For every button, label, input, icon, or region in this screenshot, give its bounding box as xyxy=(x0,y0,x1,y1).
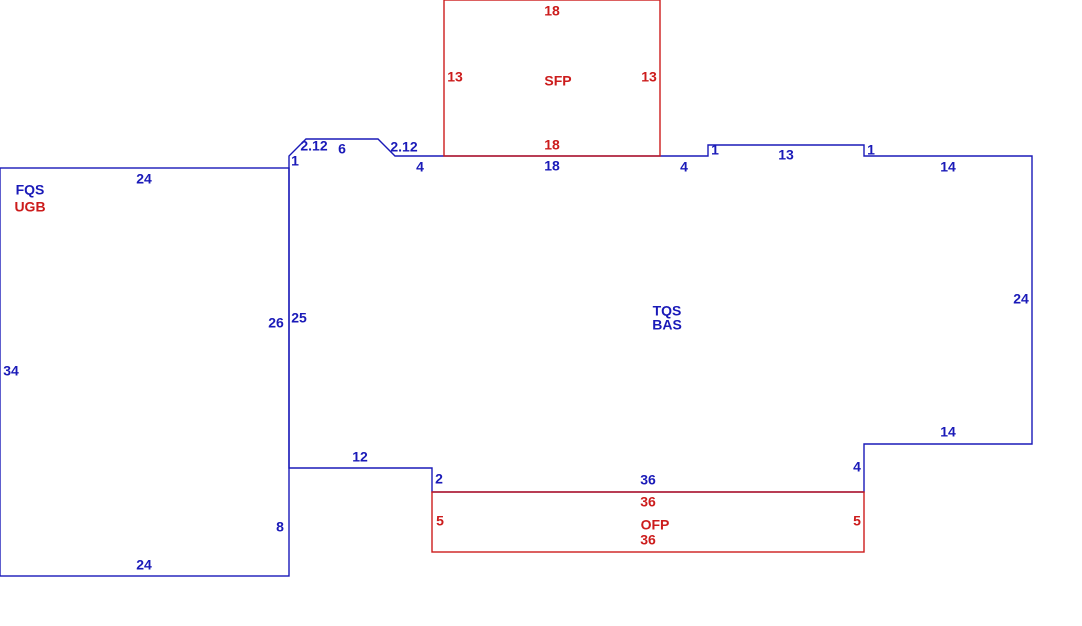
dim-seg-14-top: 14 xyxy=(940,159,956,175)
dim-ofp-left: 5 xyxy=(436,513,444,529)
dim-seg-12: 12 xyxy=(352,449,368,465)
bas-label: BAS xyxy=(652,317,682,333)
dim-ofp-bottom: 36 xyxy=(640,532,656,548)
dim-fqs-top: 24 xyxy=(136,171,152,187)
dim-fqs-right-lower: 8 xyxy=(276,519,284,535)
dim-step-1-left: 1 xyxy=(711,142,719,158)
sfp-outline xyxy=(443,0,661,157)
dim-ofp-right: 5 xyxy=(853,513,861,529)
fqs-label: FQS xyxy=(16,182,45,198)
dim-bottom-36: 36 xyxy=(640,472,656,488)
dim-seg-18: 18 xyxy=(544,158,560,174)
dim-notch-top: 6 xyxy=(338,141,346,157)
dim-tqs-left: 25 xyxy=(291,310,307,326)
fqs-outline xyxy=(0,167,290,577)
dim-fqs-left: 34 xyxy=(3,363,19,379)
dim-seg-13: 13 xyxy=(778,147,794,163)
dim-sfp-right: 13 xyxy=(641,69,657,85)
dim-sfp-top: 18 xyxy=(544,3,560,19)
dim-fqs-right-upper: 26 xyxy=(268,315,284,331)
dim-sfp-left: 13 xyxy=(447,69,463,85)
sfp-label: SFP xyxy=(544,73,571,89)
ofp-outline xyxy=(431,491,865,553)
dim-fqs-bottom: 24 xyxy=(136,557,152,573)
dim-step-1-right: 1 xyxy=(867,142,875,158)
dim-ofp-top: 36 xyxy=(640,494,656,510)
ofp-label: OFP xyxy=(641,517,670,533)
tqs-label: TQS xyxy=(653,303,682,319)
dim-right-24: 24 xyxy=(1013,291,1029,307)
dim-seg-4-right: 4 xyxy=(680,159,688,175)
dim-chamfer-left: 2.12 xyxy=(300,138,327,154)
dim-notch-1: 1 xyxy=(291,153,299,169)
dim-chamfer-right: 2.12 xyxy=(390,139,417,155)
ugb-label: UGB xyxy=(14,199,45,215)
dim-seg-14-bottom: 14 xyxy=(940,424,956,440)
dim-seg-4-down: 4 xyxy=(853,459,861,475)
dim-seg-4-left: 4 xyxy=(416,159,424,175)
dim-seg-2: 2 xyxy=(435,471,443,487)
dim-sfp-bottom: 18 xyxy=(544,137,560,153)
